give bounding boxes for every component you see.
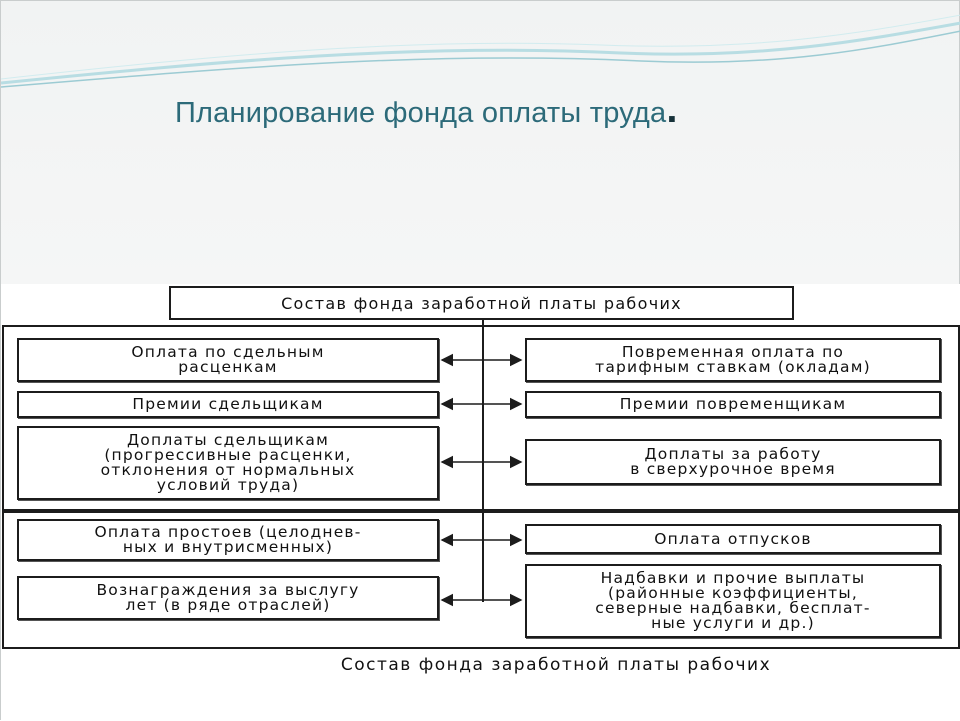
outer-frame-lower	[2, 511, 960, 649]
right-box-5: Надбавки и прочие выплаты (районные коэф…	[525, 564, 941, 638]
left-box-3: Доплаты сдельщикам (прогрессивные расцен…	[17, 426, 439, 500]
outer-frame-upper	[2, 325, 960, 511]
slide-title-dot: .	[666, 87, 678, 131]
decorative-wave	[1, 14, 960, 88]
right-box-2: Премии повременщикам	[525, 391, 941, 418]
right-box-4: Оплата отпусков	[525, 524, 941, 554]
left-box-1: Оплата по сдельным расценкам	[17, 338, 439, 382]
right-box-3: Доплаты за работу в сверхурочное время	[525, 439, 941, 485]
left-box-2: Премии сдельщикам	[17, 391, 439, 418]
diagram-header-box: Состав фонда заработной платы рабочих	[169, 286, 794, 320]
left-box-5: Вознаграждения за выслугу лет (в ряде от…	[17, 576, 439, 620]
slide-title: Планирование фонда оплаты труда.	[175, 89, 678, 130]
diagram-scan: Состав фонда заработной платы рабочих Оп…	[1, 284, 960, 721]
slide-title-text: Планирование фонда оплаты труда	[175, 97, 667, 129]
right-box-1: Повременная оплата по тарифным ставкам (…	[525, 338, 941, 382]
diagram-connectors	[2, 320, 960, 649]
diagram-caption: Состав фонда заработной платы рабочих	[340, 655, 772, 675]
left-box-4: Оплата простоев (целоднев- ных и внутрис…	[17, 519, 439, 561]
